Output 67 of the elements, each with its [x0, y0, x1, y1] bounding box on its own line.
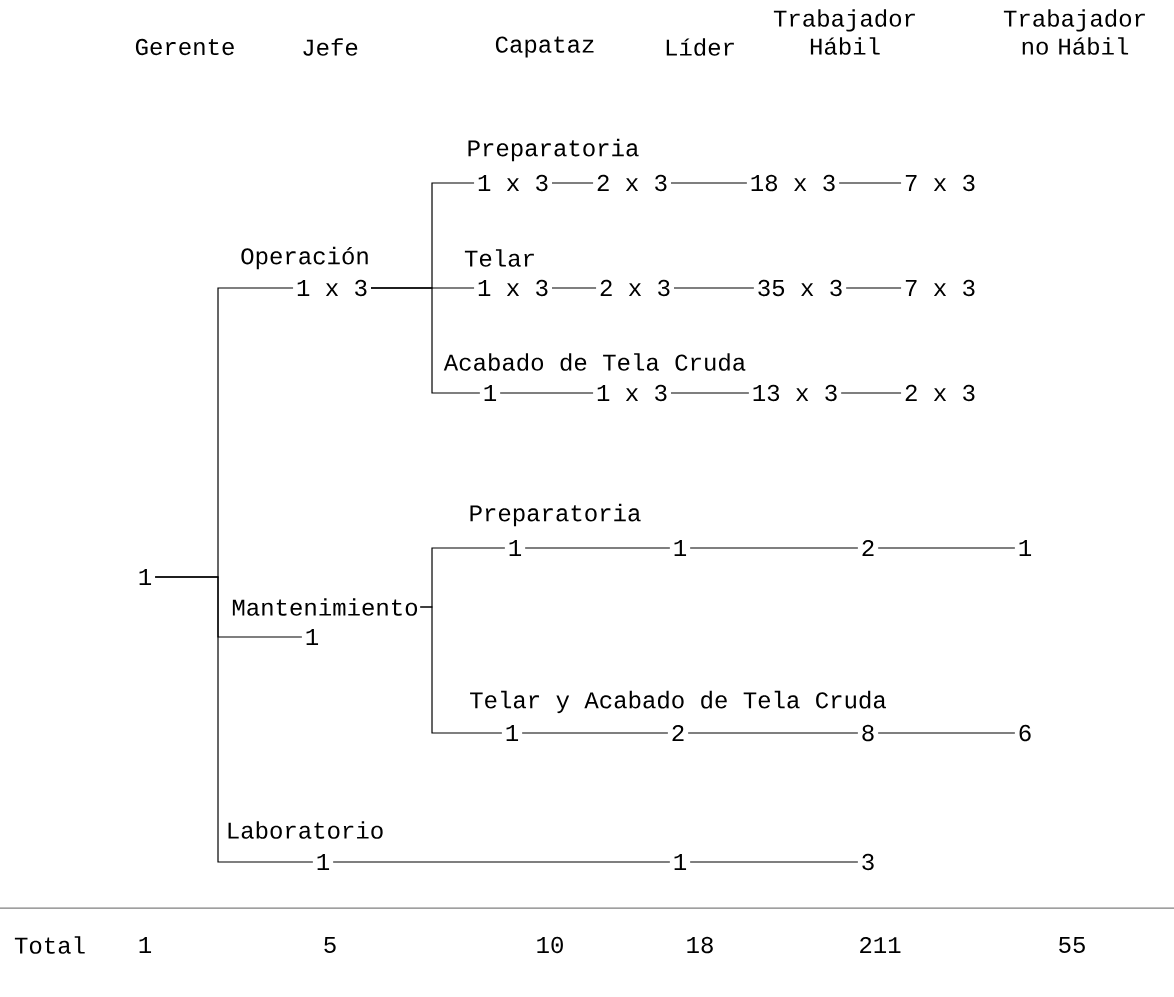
connector-line — [524, 547, 671, 549]
department-label: Telar — [464, 249, 534, 267]
connector-line — [689, 861, 859, 863]
position-count: 2 — [862, 540, 874, 557]
connector-line — [419, 606, 503, 734]
connector-line — [840, 392, 902, 394]
column-header: Jefe — [303, 38, 358, 56]
connector-line — [670, 392, 750, 394]
position-count: 1 x 3 — [478, 174, 548, 192]
position-count: 1 — [674, 854, 687, 870]
total-value: 211 — [860, 937, 901, 954]
position-count: 18 x 3 — [751, 174, 835, 192]
position-count: 1 — [674, 540, 687, 556]
column-header: Gerente — [135, 38, 234, 56]
department-label: Laboratorio — [228, 821, 383, 839]
connector-line — [845, 287, 902, 289]
position-count: 13 x 3 — [753, 384, 837, 402]
total-value: 5 — [324, 937, 336, 954]
column-header: Trabajador Hábil — [773, 9, 915, 55]
connector-line — [838, 182, 902, 184]
total-value: 1 — [139, 937, 152, 953]
position-count: 7 x 3 — [905, 279, 975, 297]
connector-line — [551, 182, 594, 184]
position-count: 2 — [672, 725, 684, 742]
position-count: 1 — [484, 385, 497, 401]
position-count: 1 — [506, 725, 519, 741]
connector-line — [521, 732, 669, 734]
position-count: 1 — [1019, 540, 1032, 556]
position-count: 8 — [862, 724, 874, 742]
position-count: 1 x 3 — [478, 279, 548, 297]
connector-line — [370, 287, 481, 394]
department-label: Acabado de Tela Cruda — [443, 353, 746, 371]
department-label: Telar y Acabado de Tela Cruda — [470, 690, 886, 714]
connector-line — [551, 287, 597, 289]
position-count: 6 — [1019, 724, 1031, 742]
connector-line — [499, 392, 594, 394]
connector-line — [670, 182, 748, 184]
position-count: 3 — [862, 853, 874, 871]
total-value: 10 — [537, 936, 563, 954]
department-label: Mantenimiento — [232, 598, 418, 616]
column-header: Capataz — [495, 36, 594, 58]
department-label: Preparatoria — [468, 138, 639, 162]
connector-line — [673, 287, 755, 289]
position-count: 1 x 3 — [297, 279, 367, 297]
row-label: Total — [14, 936, 85, 954]
position-count: 1 — [509, 540, 522, 556]
position-count: 1 — [139, 569, 152, 585]
position-count: 1 — [306, 629, 319, 645]
connector-line — [687, 732, 859, 734]
connector-line — [877, 547, 1016, 549]
connector-line — [689, 547, 859, 549]
total-value: 55 — [1059, 937, 1085, 954]
connector-line — [154, 576, 314, 863]
position-count: 35 x 3 — [758, 279, 842, 297]
connector-line — [332, 861, 671, 863]
column-header: Trabajador no Hábil — [1003, 9, 1145, 55]
position-count: 2 x 3 — [597, 174, 667, 192]
department-label: Operación — [241, 246, 368, 270]
position-count: 2 x 3 — [600, 279, 670, 297]
position-count: 7 x 3 — [905, 174, 975, 192]
total-value: 18 — [687, 936, 713, 954]
column-header: Líder — [666, 38, 734, 56]
position-count: 1 — [317, 854, 330, 870]
position-count: 1 x 3 — [597, 384, 667, 402]
connector-line — [877, 732, 1016, 734]
department-label: Preparatoria — [470, 503, 641, 527]
position-count: 2 x 3 — [905, 384, 975, 402]
